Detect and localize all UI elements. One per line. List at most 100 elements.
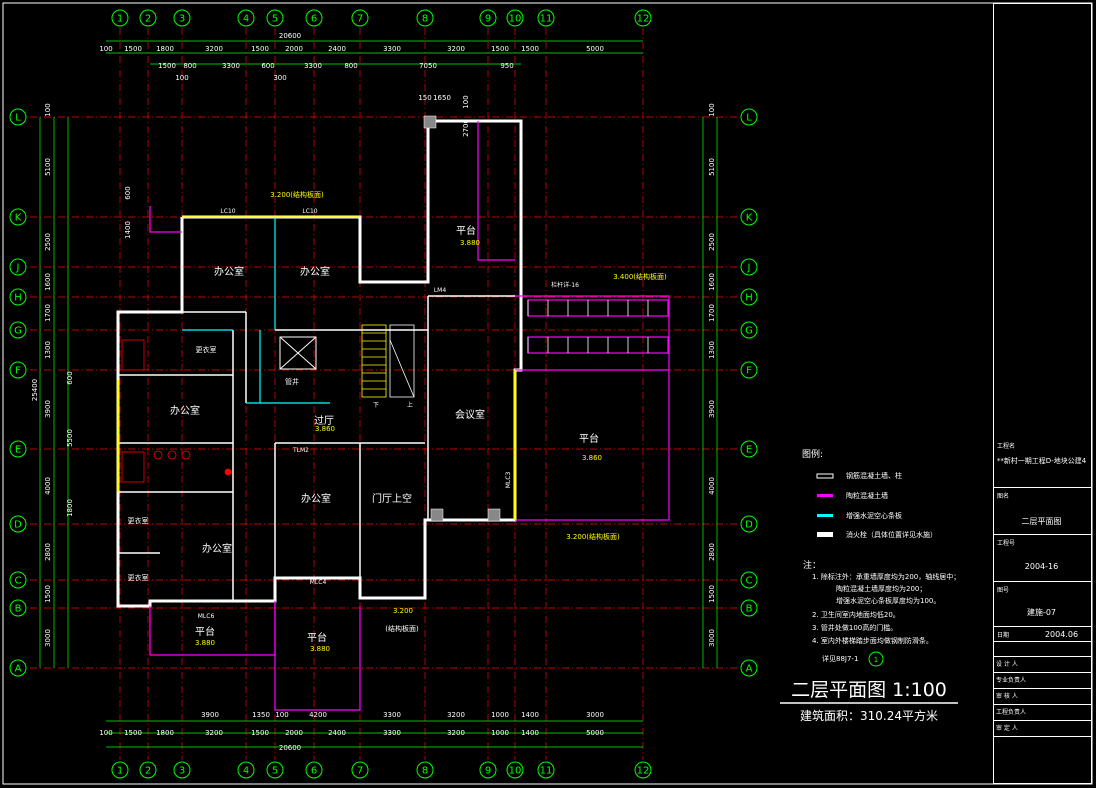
dim-bottom2-8: 3200	[447, 729, 465, 737]
grid-label-col-5: 5	[272, 14, 278, 25]
dim-bottom1-6: 1000	[491, 711, 509, 719]
grid-bubble-row	[9, 571, 27, 589]
note-line-0: 1. 除标注外：承重墙厚度均为200，轴线居中；	[812, 572, 960, 581]
date-label: 日期	[997, 632, 1010, 639]
grid-label-col-9: 9	[485, 14, 491, 25]
dim-left-6: 3900	[44, 400, 52, 418]
grid-label-col-6: 6	[311, 14, 317, 25]
role-designer: 设 计 人	[996, 661, 1018, 668]
dim-right-6: 3900	[708, 400, 716, 418]
dim-top-total: 20600	[279, 32, 301, 40]
column-axis-lines	[119, 28, 644, 760]
grid-bubble-col	[416, 9, 434, 27]
window-openings	[116, 216, 517, 520]
grid-label-row-G: G	[745, 326, 753, 337]
note-line-2: 增强水泥空心条板厚度均为100。	[836, 596, 940, 605]
dim-left-inner-1: 1400	[124, 221, 132, 239]
grid-bubble-row	[9, 659, 27, 677]
grid-label-col-11: 11	[540, 766, 553, 777]
grid-bubble-row	[9, 599, 27, 617]
grid-label-col-2: 2	[145, 14, 151, 25]
grid-label-row-K: K	[15, 213, 22, 224]
drawing-name-value: 二层平面图	[1021, 517, 1062, 526]
room-hall: 过厅	[314, 414, 334, 427]
dim-bottom1-5: 3200	[447, 711, 465, 719]
grid-bubble-row	[9, 321, 27, 339]
win-lc10b: LC10	[302, 208, 317, 215]
grid-bubble-row	[740, 258, 758, 276]
dim-top-0: 100	[99, 45, 112, 53]
grid-bubble-row	[9, 361, 27, 379]
elev-balcony: 3.200	[393, 607, 413, 615]
grid-bubble-col	[506, 9, 524, 27]
dim-bottom1-4: 3300	[383, 711, 401, 719]
dim-bottom1-2: 100	[275, 711, 288, 719]
grid-bubble-col	[237, 761, 255, 779]
grid-label-row-G: G	[14, 326, 22, 337]
dim-bottom2-4: 1500	[251, 729, 269, 737]
dim-right-5: 1300	[708, 341, 716, 359]
dim-left-10: 3000	[44, 629, 52, 647]
project-label: 工程名	[997, 443, 1016, 450]
staircase	[361, 324, 415, 398]
grid-label-row-H: H	[14, 293, 22, 304]
dim-right-4: 1700	[708, 304, 716, 322]
rail-note: 栏杆详-16	[551, 281, 579, 289]
grid-bubble-col	[351, 761, 369, 779]
dim-top-8: 3200	[447, 45, 465, 53]
note-line-6: 详见88J7-1	[822, 654, 858, 663]
drawing-name-label: 图名	[997, 493, 1010, 500]
dim-right-10: 3000	[708, 629, 716, 647]
legend-item-3: 消火栓（具体位置详见水施）	[846, 530, 937, 539]
stair-down: 下	[373, 402, 379, 409]
room-atrium: 门厅上空	[372, 492, 412, 505]
dim-top-1: 1500	[124, 45, 142, 53]
grid-label-col-6: 6	[311, 766, 317, 777]
grid-bubble-row	[740, 571, 758, 589]
role-lead: 专业负责人	[996, 677, 1027, 684]
grid-bubble-col	[634, 9, 652, 27]
grid-bubble-row	[740, 599, 758, 617]
win-lm4: LM4	[434, 287, 447, 294]
grid-bubble-col	[537, 9, 555, 27]
dim-bottom2-1: 1500	[124, 729, 142, 737]
dim-bottom1-0: 3900	[201, 711, 219, 719]
legend-item-1: 陶粒混凝土墙	[846, 491, 888, 500]
dim-plat-2: 100	[462, 95, 470, 108]
grid-bubble-row	[9, 288, 27, 306]
grid-bubble-col	[479, 9, 497, 27]
dim-plat-3: 2700	[462, 119, 470, 137]
grid-label-col-12: 12	[637, 14, 650, 25]
grid-label-row-F: F	[15, 366, 21, 377]
grid-label-col-1: 1	[117, 14, 123, 25]
sanitary-fixtures	[121, 339, 232, 483]
win-mlc4: MLC4	[310, 579, 327, 586]
grid-bubble-row	[740, 108, 758, 126]
dim-right-0: 100	[708, 103, 716, 116]
grid-bubble-col	[479, 761, 497, 779]
dim-left-total: 25400	[31, 379, 39, 401]
room-office-3: 办公室	[170, 404, 200, 417]
job-no-label: 工程号	[997, 540, 1016, 547]
elev-roof-note: (结构板面)	[385, 624, 419, 633]
grid-label-row-K: K	[746, 213, 753, 224]
job-no-value: 2004-16	[1024, 562, 1059, 571]
win-tlm2: TLM2	[292, 447, 309, 454]
grid-bubble-col	[351, 9, 369, 27]
dim-right-3: 1600	[708, 273, 716, 291]
room-platform-2: 平台	[579, 432, 599, 445]
notes-title: 注：	[803, 559, 821, 571]
dim-right-2: 2500	[708, 233, 716, 251]
grid-bubble-col	[111, 9, 129, 27]
grid-bubble-col	[416, 761, 434, 779]
grid-bubble-col	[237, 9, 255, 27]
room-platform-1: 平台	[456, 224, 476, 237]
grid-bubble-row	[740, 208, 758, 226]
grid-label-row-D: D	[745, 520, 753, 531]
dim-top-11: 5000	[586, 45, 604, 53]
room-office-2: 办公室	[300, 265, 330, 278]
dim-bottom1-1: 1350	[252, 711, 270, 719]
dim-top3-3: 600	[261, 62, 274, 70]
room-office-1: 办公室	[214, 265, 244, 278]
dim-bottom2-10: 1400	[521, 729, 539, 737]
